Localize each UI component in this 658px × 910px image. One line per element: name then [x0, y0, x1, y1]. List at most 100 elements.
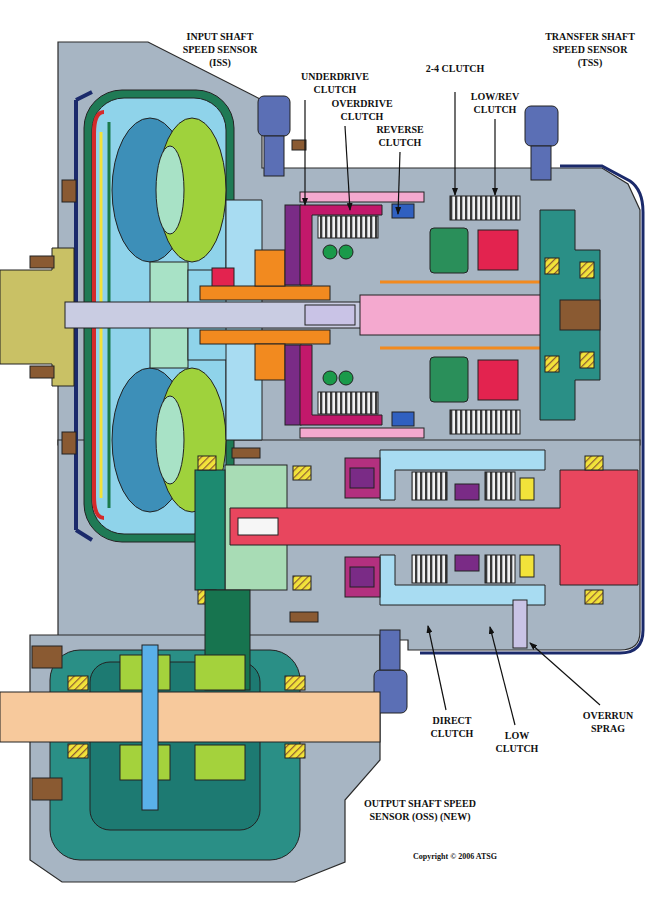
- bearing: [68, 744, 88, 758]
- drum-shell: [380, 282, 540, 348]
- leader-line: [490, 627, 515, 725]
- bolt: [32, 646, 62, 668]
- bolt: [62, 180, 76, 202]
- input-hub: [200, 330, 330, 344]
- speed-sensor: [531, 146, 551, 180]
- input-hub: [200, 286, 330, 300]
- copyright-note: Copyright © 2006 ATSG: [413, 852, 497, 862]
- clutch-plates: [318, 392, 378, 414]
- output-hub: [360, 295, 560, 335]
- bolt: [290, 612, 318, 622]
- bolt: [30, 366, 54, 378]
- end-cover: [540, 210, 600, 420]
- planetary-gear: [430, 228, 468, 273]
- bolt: [32, 778, 62, 800]
- clutch-plates: [318, 216, 378, 238]
- clutch-plates: [412, 555, 447, 583]
- sprag-race: [520, 478, 534, 500]
- clutch-plates: [412, 472, 447, 500]
- direct-clutch: [345, 458, 380, 498]
- clutch-plates: [450, 410, 520, 434]
- bolt: [232, 448, 260, 458]
- clutch-piston: [392, 204, 414, 218]
- leader-line: [345, 126, 350, 210]
- transfer-shaft: [230, 470, 638, 585]
- bearing: [293, 576, 311, 590]
- shaft-sleeve: [305, 305, 355, 325]
- part-label: LOW CLUTCH: [487, 729, 547, 755]
- clutch-piston: [350, 468, 374, 488]
- clutch-plates: [485, 472, 515, 500]
- bearing: [285, 676, 305, 690]
- side-gear: [195, 655, 245, 690]
- clutch-drum: [300, 428, 424, 438]
- part-label: OVERRUN SPRAG: [572, 709, 644, 735]
- leader-line: [494, 119, 495, 195]
- sprag: [455, 555, 479, 571]
- clutch-piston: [350, 567, 374, 587]
- bolt: [62, 432, 76, 454]
- planetary-gear: [478, 360, 518, 400]
- planetary-gear: [478, 230, 518, 270]
- clutch-drum: [300, 205, 382, 285]
- sprag: [455, 484, 479, 500]
- input-hub: [255, 344, 285, 380]
- leader-line: [304, 100, 305, 205]
- side-gear: [195, 745, 245, 780]
- leader-line: [398, 152, 400, 214]
- overrun-sprag: [513, 600, 527, 648]
- bearing: [580, 352, 594, 368]
- spring: [323, 245, 337, 259]
- part-label: REVERSE CLUTCH: [364, 123, 436, 149]
- spring: [323, 371, 337, 385]
- clutch-hub: [285, 345, 301, 425]
- spring: [339, 245, 353, 259]
- part-label: 2-4 CLUTCH: [425, 62, 485, 75]
- planetary-gear: [430, 357, 468, 402]
- spring: [339, 371, 353, 385]
- part-label: UNDERDRIVE CLUTCH: [295, 70, 375, 96]
- clutch-hub: [285, 205, 301, 285]
- differential-housing: [50, 650, 300, 860]
- torus-core: [156, 146, 184, 234]
- case-housing: [30, 635, 380, 882]
- bearing: [68, 676, 88, 690]
- leader-line: [428, 626, 446, 710]
- shaft-bore: [238, 518, 278, 535]
- axle: [0, 692, 380, 742]
- speed-sensor: [380, 630, 400, 670]
- bearing: [545, 258, 559, 274]
- speed-sensor: [258, 96, 290, 136]
- bolt: [30, 256, 54, 268]
- torus-core: [156, 396, 184, 484]
- leader-lines: [305, 92, 600, 725]
- part-label: OVERDRIVE CLUTCH: [322, 97, 402, 123]
- leader-line: [454, 92, 455, 195]
- direct-clutch: [345, 557, 380, 597]
- clutch-piston: [392, 412, 414, 426]
- bearing: [545, 356, 559, 372]
- clutch-plates: [485, 555, 515, 583]
- part-label: TRANSFER SHAFT SPEED SENSOR (TSS): [540, 30, 640, 69]
- clutch-drum: [380, 555, 545, 605]
- speed-sensor: [525, 106, 558, 146]
- sprag-race: [520, 555, 534, 577]
- shaft-end: [560, 300, 600, 330]
- bolt: [292, 140, 306, 150]
- bearing: [293, 466, 311, 480]
- part-label: LOW/REV CLUTCH: [460, 90, 530, 116]
- part-label: DIRECT CLUTCH: [422, 714, 482, 740]
- clutch-drum: [300, 192, 424, 202]
- input-hub: [255, 250, 285, 286]
- bearing: [585, 456, 603, 470]
- clutch-plates: [450, 196, 520, 220]
- cross-pin: [142, 645, 158, 810]
- leader-line: [530, 643, 600, 705]
- bearing: [585, 590, 603, 604]
- converter-hub: [0, 248, 74, 386]
- clutch-drum: [300, 345, 382, 425]
